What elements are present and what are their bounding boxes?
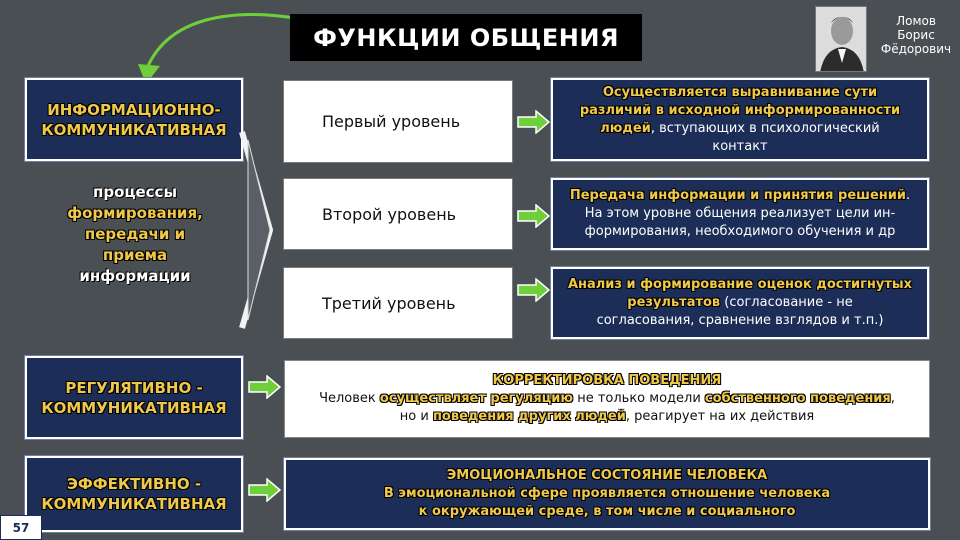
level2-desc-line2: На этом уровне общения реализует цели ин… xyxy=(584,206,896,221)
level2-desc-line3: формирования, необходимого обучения и др xyxy=(584,224,896,239)
emotion-description: ЭМОЦИОНАЛЬНОЕ СОСТОЯНИЕ ЧЕЛОВЕКА В эмоци… xyxy=(284,458,930,530)
processes-line3: передачи и xyxy=(84,225,186,243)
page-number: 57 xyxy=(0,515,42,540)
author-surname: Ломов xyxy=(896,14,936,28)
processes-line5: информации xyxy=(79,267,191,285)
processes-line2: формирования, xyxy=(67,204,203,222)
author-portrait xyxy=(815,6,867,72)
arrow-right-icon xyxy=(248,478,281,502)
regulation-bold-d: собственного поведения xyxy=(704,391,891,406)
level-box-1: Первый уровень xyxy=(283,80,513,163)
page-title: ФУНКЦИИ ОБЩЕНИЯ xyxy=(290,14,642,61)
function-regulatory: РЕГУЛЯТИВНО - КОММУНИКАТИВНАЯ xyxy=(25,356,243,439)
function-informational: ИНФОРМАЦИОННО- КОММУНИКАТИВНАЯ xyxy=(25,78,243,161)
level1-desc-bold-c: людей xyxy=(600,120,651,136)
function-informational-line2: КОММУНИКАТИВНАЯ xyxy=(41,120,227,139)
level1-desc-text-end: контакт xyxy=(712,138,768,154)
arrow-right-icon xyxy=(517,204,550,228)
function-effective: ЭФФЕКТИВНО - КОММУНИКАТИВНАЯ xyxy=(25,456,243,532)
processes-line4: приема xyxy=(102,246,168,264)
function-regulatory-line2: КОММУНИКАТИВНАЯ xyxy=(41,398,227,417)
regulation-text-a: Человек xyxy=(319,391,380,406)
level-label-2: Второй уровень xyxy=(322,204,457,224)
arrow-right-icon xyxy=(517,278,550,302)
author-first-name: Борис xyxy=(897,28,935,42)
level1-desc-text: , вступающих в психологический xyxy=(650,120,880,136)
regulation-heading: КОРРЕКТИРОВКА ПОВЕДЕНИЯ xyxy=(492,373,722,388)
regulation-text-f: но и xyxy=(399,409,433,424)
level-box-2: Второй уровень xyxy=(283,178,513,250)
curved-arrow-icon xyxy=(138,13,296,84)
function-informational-line1: ИНФОРМАЦИОННО- xyxy=(47,100,221,119)
regulation-text-e: , xyxy=(890,391,895,406)
emotion-line1: В эмоциональной сфере проявляется отноше… xyxy=(383,486,831,501)
regulation-text-c: не только модели xyxy=(573,391,705,406)
level2-desc-bold: Передача информации и принятия решений xyxy=(569,188,906,203)
processes-line1: процессы xyxy=(92,183,178,201)
level-description-3: Анализ и формирование оценок достигнутых… xyxy=(551,267,929,339)
level1-desc-bold-a: Осуществляется выравнивание сути xyxy=(602,84,878,100)
chevron-right-icon xyxy=(239,131,274,329)
level3-desc-bold-b: результатов xyxy=(627,295,721,310)
level1-desc-bold-b: различий в исходной информированности xyxy=(579,102,901,118)
level-label-3: Третий уровень xyxy=(322,293,456,313)
regulation-description: КОРРЕКТИРОВКА ПОВЕДЕНИЯ Человек осуществ… xyxy=(284,360,930,438)
level-box-3: Третий уровень xyxy=(283,267,513,339)
function-effective-line2: КОММУНИКАТИВНАЯ xyxy=(41,495,227,513)
emotion-heading: ЭМОЦИОНАЛЬНОЕ СОСТОЯНИЕ ЧЕЛОВЕКА xyxy=(446,468,768,483)
level2-desc-period: . xyxy=(906,188,911,203)
author-patronymic: Фёдорович xyxy=(880,42,952,56)
author-name: Ломов Борис Фёдорович xyxy=(872,14,960,56)
regulation-bold-b: осуществляет регуляцию xyxy=(379,391,574,406)
arrow-right-icon xyxy=(248,375,281,399)
processes-text: процессы формирования, передачи и приема… xyxy=(40,182,230,287)
emotion-line2: к окружающей среде, в том числе и социал… xyxy=(418,504,796,519)
level-description-1: Осуществляется выравнивание сути различи… xyxy=(551,78,929,161)
level3-desc-bold-a: Анализ и формирование оценок достигнутых xyxy=(567,277,913,292)
level-description-2: Передача информации и принятия решений. … xyxy=(551,178,929,250)
level-label-1: Первый уровень xyxy=(322,112,461,131)
function-regulatory-line1: РЕГУЛЯТИВНО - xyxy=(65,378,203,397)
arrow-right-icon xyxy=(517,110,550,134)
regulation-bold-g: поведения других людей xyxy=(432,409,626,424)
regulation-text-h: , реагирует на их действия xyxy=(625,409,815,424)
function-effective-line1: ЭФФЕКТИВНО - xyxy=(66,475,202,493)
level3-desc-text-end: согласования, сравнение взглядов и т.п.) xyxy=(596,313,884,328)
level3-desc-text: (согласование - не xyxy=(720,295,853,310)
